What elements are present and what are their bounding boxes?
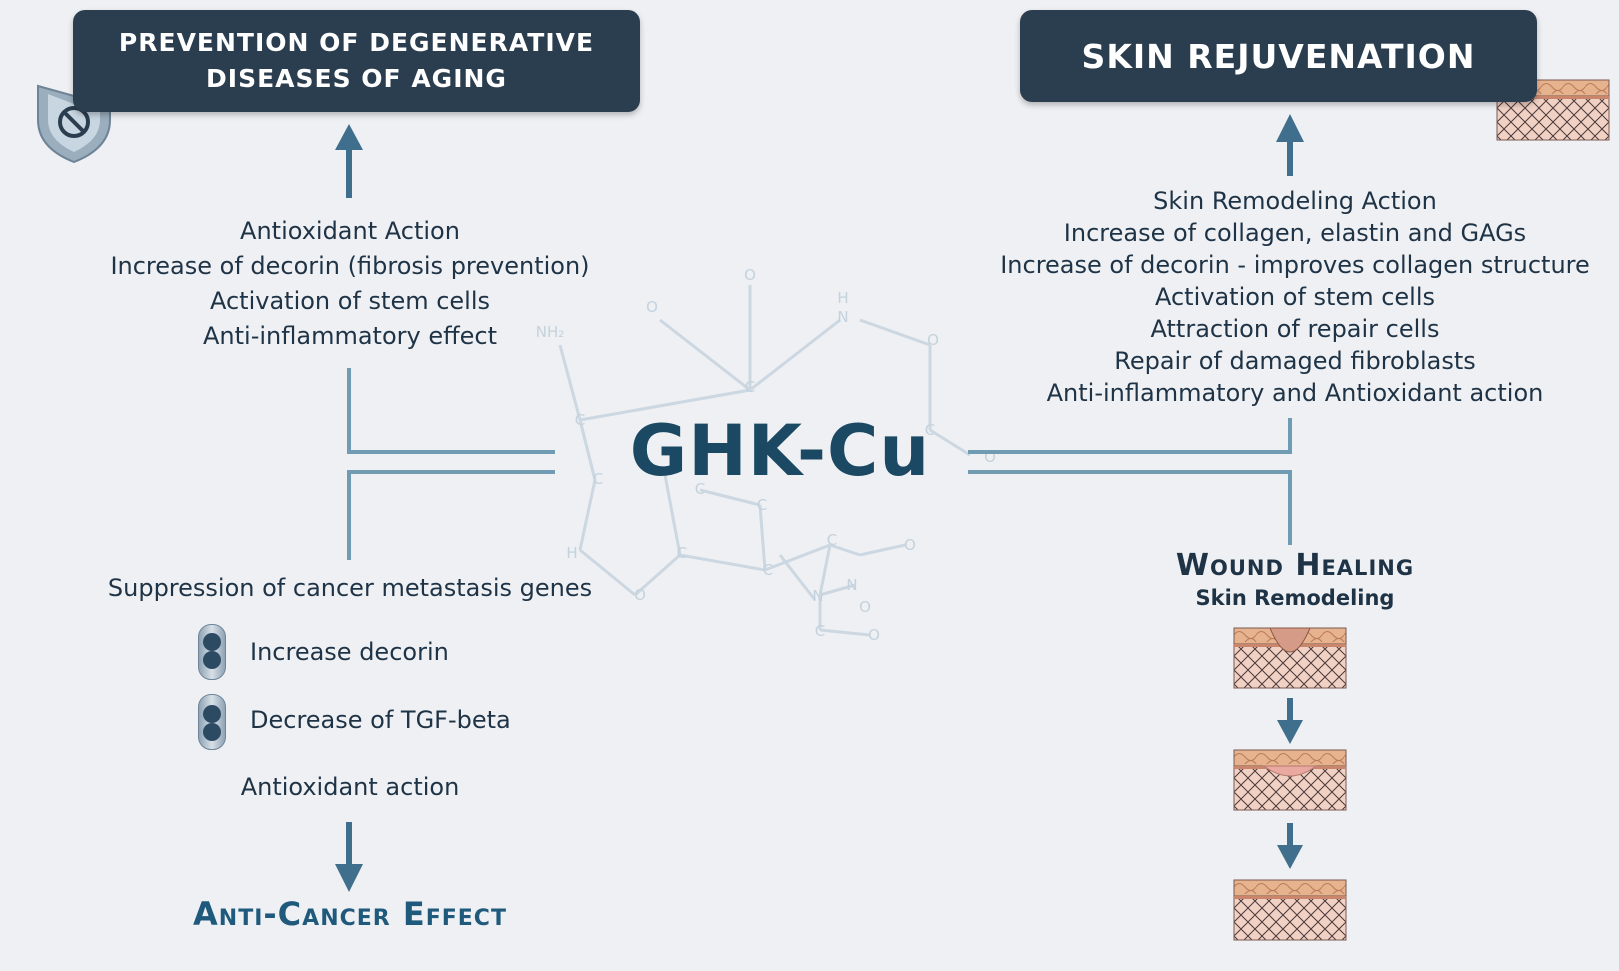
center-title: GHK-Cu xyxy=(629,410,931,492)
list-item: Activation of stem cells xyxy=(1154,283,1436,311)
decrease-tgf-text: Decrease of TGF-beta xyxy=(250,706,511,734)
atom-label: O xyxy=(634,586,646,604)
arrow-down-left xyxy=(335,822,363,892)
molecule-structure xyxy=(558,285,971,637)
atom-label: O xyxy=(868,626,880,644)
banner-line-2: DISEASES OF AGING xyxy=(206,64,507,93)
atom-label: O xyxy=(927,331,939,349)
skin-rejuvenation-banner: SKIN REJUVENATION xyxy=(1020,10,1537,102)
wound-healing-subtitle: Skin Remodeling xyxy=(1195,586,1395,610)
atom-label: O xyxy=(744,266,756,284)
connector-lines xyxy=(347,368,1292,560)
list-item: Increase of decorin (fibrosis prevention… xyxy=(110,252,590,280)
banner-line-1: PREVENTION OF DEGENERATIVE xyxy=(118,28,595,57)
arrow-down-wound-1 xyxy=(1277,698,1303,744)
atom-label: C xyxy=(757,496,767,514)
list-item: Increase of decorin - improves collagen … xyxy=(1000,251,1590,279)
banner-title: SKIN REJUVENATION xyxy=(1081,36,1476,76)
list-item: Anti-inflammatory effect xyxy=(203,322,497,350)
aging-actions-list: Antioxidant Action Increase of decorin (… xyxy=(90,214,610,354)
atom-label: O xyxy=(904,536,916,554)
wound-healing-title: Wound Healing xyxy=(1175,548,1415,583)
atom-label: C xyxy=(745,378,755,396)
atom-label: N xyxy=(837,308,848,326)
atom-label: N xyxy=(846,576,857,594)
atom-label: C xyxy=(575,411,585,429)
atom-label: O xyxy=(859,598,871,616)
anti-cancer-effect: Anti-Cancer Effect xyxy=(193,895,507,933)
atom-label: C xyxy=(677,544,687,562)
atom-label: C xyxy=(593,470,603,488)
healed-skin-icon xyxy=(1233,879,1347,941)
antioxidant-text: Antioxidant action xyxy=(240,773,460,801)
increase-decorin-text: Increase decorin xyxy=(250,638,449,666)
atom-label: NH₂ xyxy=(536,323,565,341)
list-item: Anti-inflammatory and Antioxidant action xyxy=(1046,379,1544,407)
atom-label: C xyxy=(763,561,773,579)
list-item: Skin Remodeling Action xyxy=(1153,187,1437,215)
atom-label: H xyxy=(837,289,848,307)
atom-label: C xyxy=(815,622,825,640)
list-item: Repair of damaged fibroblasts xyxy=(1114,347,1476,375)
suppression-heading: Suppression of cancer metastasis genes xyxy=(107,574,593,602)
atom-label: C xyxy=(827,531,837,549)
degenerative-diseases-banner: PREVENTION OF DEGENERATIVE DISEASES OF A… xyxy=(73,10,640,112)
atom-label: N xyxy=(812,587,823,605)
atom-label: O xyxy=(646,298,658,316)
healing-skin-icon xyxy=(1233,749,1347,811)
arrow-down-wound-2 xyxy=(1277,823,1303,869)
arrow-up-right xyxy=(1276,114,1304,176)
list-item: Activation of stem cells xyxy=(209,287,491,315)
atom-label: H xyxy=(566,544,577,562)
pill-icon xyxy=(198,694,226,750)
skin-actions-list: Skin Remodeling Action Increase of colla… xyxy=(985,185,1605,409)
atom-label: C xyxy=(695,480,705,498)
list-item: Increase of collagen, elastin and GAGs xyxy=(1063,219,1527,247)
pill-icon xyxy=(198,624,226,680)
list-item: Attraction of repair cells xyxy=(1150,315,1440,343)
wound-skin-icon xyxy=(1233,627,1347,689)
atom-label: C xyxy=(925,421,935,439)
arrow-up-left xyxy=(335,124,363,198)
atom-label: O xyxy=(984,448,996,466)
list-item: Antioxidant Action xyxy=(240,217,460,245)
